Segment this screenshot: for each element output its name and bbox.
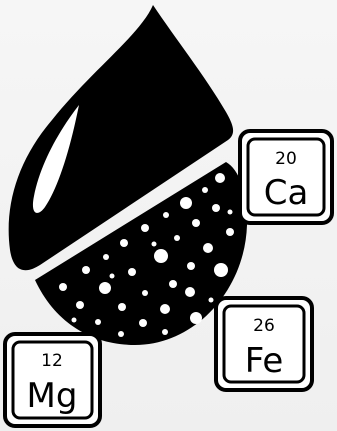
- iron-symbol: Fe: [245, 341, 284, 381]
- calcium-symbol: Ca: [264, 173, 309, 213]
- calcium-number: 20: [275, 149, 297, 169]
- element-tile-iron: 26 Fe: [214, 296, 314, 392]
- element-tile-calcium: 20 Ca: [238, 129, 334, 225]
- mineral-particles-icon: [59, 173, 234, 337]
- magnesium-symbol: Mg: [27, 376, 78, 416]
- iron-number: 26: [253, 316, 275, 336]
- element-tile-magnesium: 12 Mg: [3, 332, 102, 428]
- magnesium-number: 12: [41, 351, 63, 371]
- water-drop-icon: [8, 5, 234, 271]
- drop-highlight-icon: [32, 105, 79, 213]
- mineral-bowl-icon: [35, 162, 248, 345]
